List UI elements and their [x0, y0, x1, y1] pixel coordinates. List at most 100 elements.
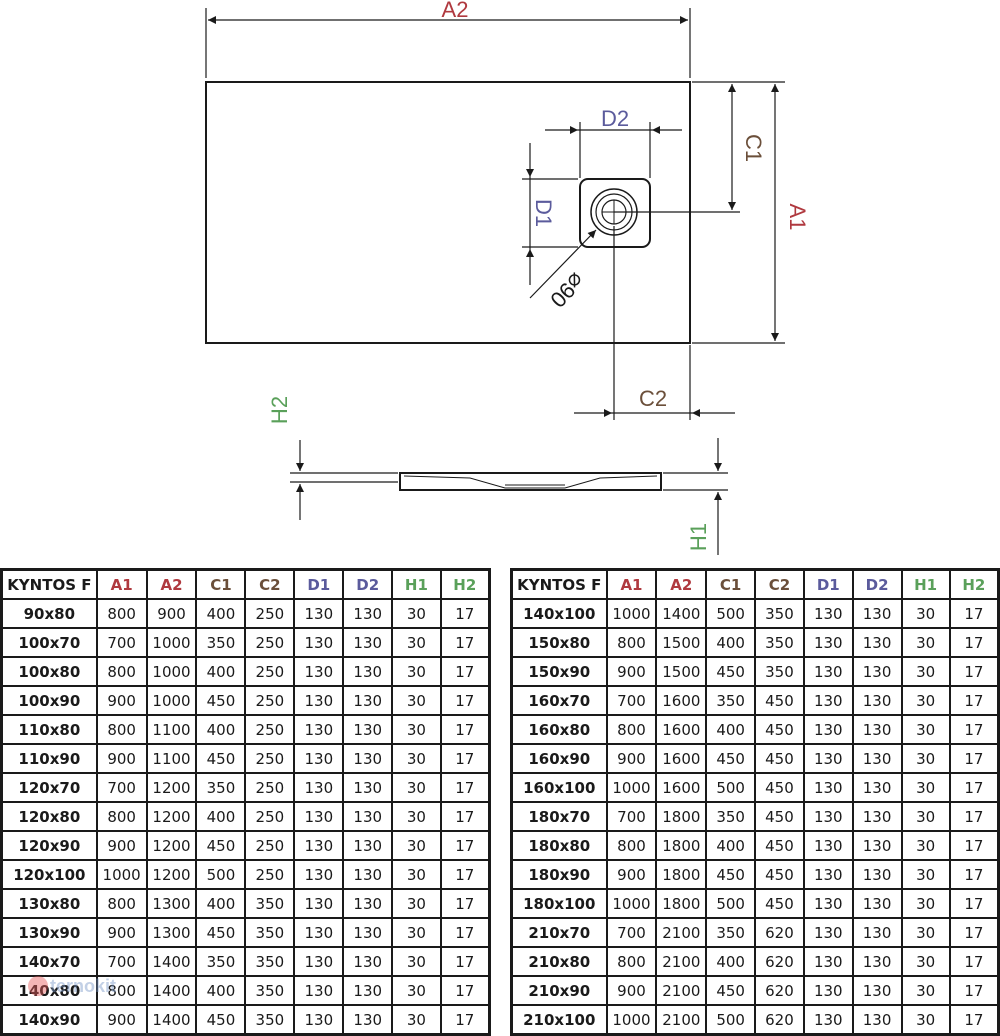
value-cell: 1000 — [605, 888, 658, 919]
value-cell: 130 — [342, 859, 394, 890]
value-cell: 30 — [900, 975, 951, 1006]
size-cell: 100x90 — [0, 685, 98, 716]
size-cell: 150x80 — [510, 627, 608, 658]
value-cell: 450 — [754, 714, 805, 745]
value-cell: 1500 — [655, 656, 708, 687]
value-cell: 900 — [95, 830, 148, 861]
value-cell: 2100 — [655, 917, 708, 948]
value-cell: 620 — [754, 975, 805, 1006]
value-cell: 250 — [244, 801, 296, 832]
value-cell: 1200 — [145, 772, 198, 803]
value-cell: 450 — [754, 830, 805, 861]
value-cell: 130 — [802, 801, 854, 832]
value-cell: 800 — [605, 946, 658, 977]
label-d1: D1 — [531, 199, 556, 227]
label-d2: D2 — [601, 106, 629, 131]
value-cell: 1300 — [145, 888, 198, 919]
value-cell: 350 — [244, 917, 296, 948]
value-cell: 130 — [293, 627, 345, 658]
column-header-kyntos-f: KYNTOS F — [0, 568, 98, 600]
size-cell: 150x90 — [510, 656, 608, 687]
value-cell: 800 — [605, 627, 658, 658]
value-cell: 130 — [342, 946, 394, 977]
value-cell: 30 — [900, 917, 951, 948]
value-cell: 250 — [244, 859, 296, 890]
value-cell: 350 — [754, 656, 805, 687]
size-cell: 180x80 — [510, 830, 608, 861]
value-cell: 30 — [900, 888, 951, 919]
value-cell: 350 — [244, 1004, 296, 1036]
value-cell: 17 — [439, 801, 491, 832]
value-cell: 400 — [195, 598, 247, 629]
value-cell: 500 — [705, 772, 757, 803]
value-cell: 130 — [293, 917, 345, 948]
value-cell: 130 — [802, 627, 854, 658]
value-cell: 130 — [851, 627, 903, 658]
value-cell: 17 — [948, 859, 1000, 890]
value-cell: 450 — [705, 656, 757, 687]
column-header-kyntos-f: KYNTOS F — [510, 568, 608, 600]
value-cell: 130 — [802, 975, 854, 1006]
column-header-h2: H2 — [948, 568, 1000, 600]
value-cell: 30 — [391, 772, 442, 803]
value-cell: 2100 — [655, 946, 708, 977]
value-cell: 30 — [900, 801, 951, 832]
value-cell: 130 — [802, 859, 854, 890]
value-cell: 1800 — [655, 830, 708, 861]
value-cell: 130 — [851, 1004, 903, 1036]
value-cell: 30 — [391, 888, 442, 919]
value-cell: 130 — [802, 830, 854, 861]
value-cell: 17 — [948, 888, 1000, 919]
value-cell: 400 — [705, 830, 757, 861]
value-cell: 130 — [851, 975, 903, 1006]
value-cell: 250 — [244, 598, 296, 629]
value-cell: 17 — [439, 888, 491, 919]
value-cell: 1600 — [655, 772, 708, 803]
value-cell: 17 — [948, 946, 1000, 977]
column-header-c1: C1 — [195, 568, 247, 600]
value-cell: 700 — [605, 917, 658, 948]
value-cell: 130 — [293, 685, 345, 716]
value-cell: 130 — [342, 1004, 394, 1036]
value-cell: 130 — [293, 975, 345, 1006]
drain-diameter-leader — [529, 229, 597, 299]
value-cell: 17 — [439, 656, 491, 687]
value-cell: 30 — [900, 772, 951, 803]
value-cell: 700 — [605, 801, 658, 832]
value-cell: 1200 — [145, 801, 198, 832]
value-cell: 130 — [851, 743, 903, 774]
value-cell: 1000 — [145, 627, 198, 658]
value-cell: 500 — [705, 888, 757, 919]
size-cell: 120x80 — [0, 801, 98, 832]
value-cell: 450 — [705, 743, 757, 774]
value-cell: 350 — [195, 946, 247, 977]
label-c2: C2 — [639, 386, 667, 411]
value-cell: 800 — [605, 830, 658, 861]
size-cell: 180x70 — [510, 801, 608, 832]
value-cell: 30 — [900, 714, 951, 745]
value-cell: 1600 — [655, 743, 708, 774]
value-cell: 450 — [195, 1004, 247, 1036]
dimension-a2 — [205, 8, 691, 78]
size-cell: 160x70 — [510, 685, 608, 716]
size-cell: 210x70 — [510, 917, 608, 948]
value-cell: 400 — [705, 714, 757, 745]
value-cell: 17 — [439, 1004, 491, 1036]
value-cell: 130 — [293, 888, 345, 919]
value-cell: 17 — [439, 627, 491, 658]
value-cell: 350 — [244, 975, 296, 1006]
dimension-d1 — [522, 143, 578, 285]
value-cell: 1100 — [145, 714, 198, 745]
